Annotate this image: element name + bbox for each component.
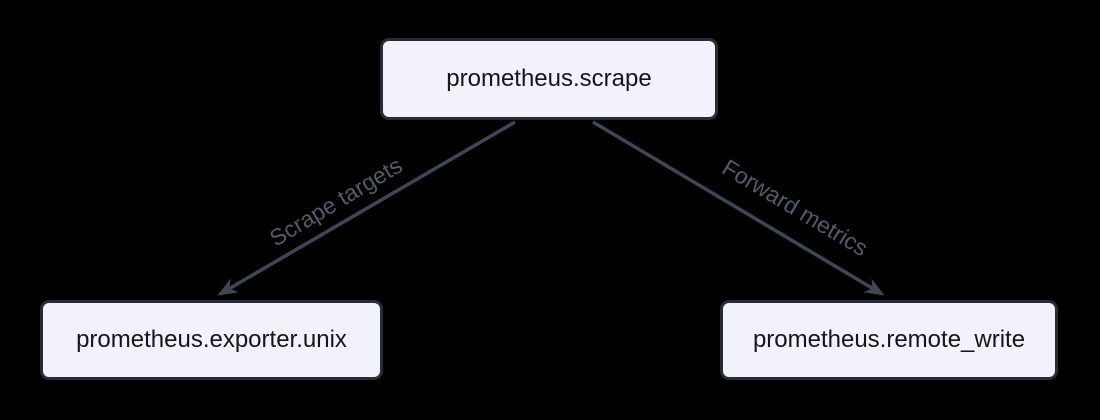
node-label: prometheus.remote_write [752, 326, 1026, 353]
node-prometheus-exporter-unix: prometheus.exporter.unix [40, 300, 383, 380]
node-prometheus-scrape: prometheus.scrape [380, 38, 718, 120]
edge-scrape-to-remote-write [592, 120, 885, 296]
edge-scrape-to-exporter [217, 120, 516, 296]
node-label: prometheus.exporter.unix [76, 326, 347, 353]
node-label: prometheus.scrape [446, 65, 652, 92]
node-prometheus-remote-write: prometheus.remote_write [720, 300, 1058, 380]
